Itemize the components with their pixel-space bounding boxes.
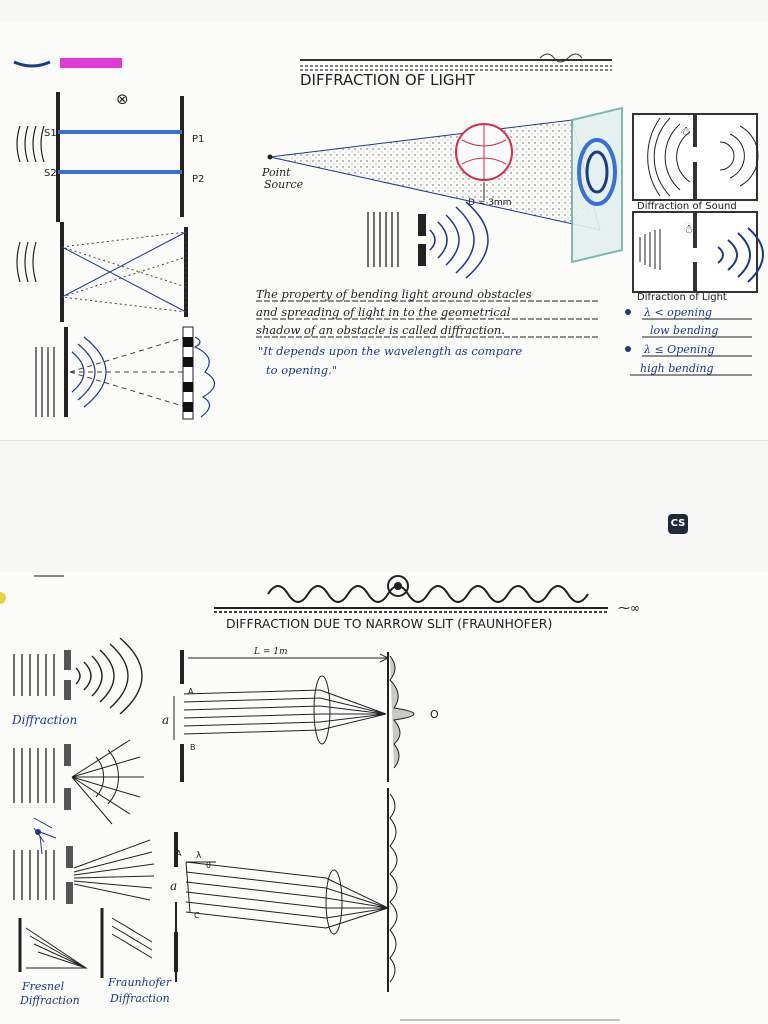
- fresnel-fraunhofer-sketch: Fresnel Diffraction Fraunhofer Diffracti…: [18, 902, 177, 1007]
- diffraction-of-light-drawing: DIFFRACTION OF LIGHT S1 S2 P1 P2 ⊗: [13, 53, 764, 420]
- bullet-1-result: low bending: [650, 324, 718, 337]
- definition-line-1: The property of bending light around obs…: [256, 287, 532, 301]
- person-icon: ☃: [680, 123, 691, 138]
- a-point-label: A: [188, 687, 194, 696]
- note-line-2: to opening.": [266, 363, 337, 377]
- bullet-2-condition: λ ≤ Opening: [643, 343, 714, 356]
- fraunhofer-label-1: Fraunhofer: [107, 976, 172, 989]
- p2-label: P2: [192, 174, 204, 185]
- c-point-label: C: [194, 911, 200, 920]
- magenta-badge: [60, 58, 122, 68]
- diffraction-pattern: [577, 138, 617, 206]
- definition-line-2: and spreading of light in to the geometr…: [256, 305, 511, 319]
- note-line-1: "It depends upon the wavelength as compa…: [258, 344, 522, 358]
- bullet-list: λ < opening low bending λ ≤ Opening high…: [625, 306, 752, 376]
- definition-line-3: shadow of an obstacle is called diffract…: [256, 323, 505, 337]
- point-source-label: Point: [261, 166, 291, 179]
- dotted-interference-cones: [16, 222, 188, 322]
- fresnel-label-2: Diffraction: [19, 994, 80, 1007]
- point-source-shadow-diagram: Point Source D = 3mm: [261, 106, 623, 264]
- slit-width-label: a: [162, 713, 169, 727]
- s1-label: S1: [44, 128, 57, 139]
- cs-badge: CS: [668, 514, 688, 534]
- slit-width-label-2: a: [170, 879, 177, 893]
- light-diffraction-box: ☃ Difraction of Light: [632, 211, 764, 303]
- theta-label: θ: [206, 861, 211, 870]
- light-caption: Difraction of Light: [637, 292, 727, 303]
- lambda-label: λ: [196, 851, 202, 861]
- focus-rays: [13, 839, 155, 904]
- double-slit-beams: S1 S2 P1 P2 ⊗: [16, 90, 204, 222]
- fraunhofer-label-2: Diffraction: [109, 992, 170, 1005]
- slit-lens-upper: L = 1m O A B a: [162, 647, 439, 782]
- fresnel-label-1: Fresnel: [21, 980, 65, 993]
- circle-x-symbol: ⊗: [116, 90, 129, 108]
- slit-wave-left: Diffraction: [11, 637, 143, 727]
- svg-text:⁓∞: ⁓∞: [618, 601, 640, 615]
- page1-title: DIFFRACTION OF LIGHT: [300, 71, 476, 89]
- single-slit-intensity-pattern: [35, 326, 216, 420]
- person-icon-2: ☃: [683, 221, 694, 236]
- title-border: [300, 53, 612, 71]
- s2-label: S2: [44, 168, 57, 179]
- ornate-title-border: ⁓∞: [214, 575, 640, 615]
- point-source-label-2: Source: [264, 178, 304, 191]
- narrow-slit-drawing: ⁓∞ DIFFRACTION DUE TO NARROW SLIT (FRAUN…: [0, 575, 640, 1021]
- p1-label: P1: [192, 134, 204, 145]
- multi-slit-rays: [13, 739, 144, 855]
- sound-diffraction-box: ☃ Diffraction of Sound: [632, 113, 759, 212]
- diffraction-label: Diffraction: [11, 713, 77, 727]
- corner-mark: [13, 60, 51, 68]
- d-label: D = 3mm: [468, 198, 511, 208]
- slit-wave-diagram: [367, 201, 489, 279]
- bullet-2-result: high bending: [640, 362, 714, 375]
- l-label: L = 1m: [253, 647, 288, 657]
- sound-caption: Diffraction of Sound: [637, 201, 737, 212]
- notebook-page-narrow-slit: ⁓∞ DIFFRACTION DUE TO NARROW SLIT (FRAUN…: [0, 572, 768, 1024]
- b-point-label: B: [190, 743, 196, 752]
- bullet-1-condition: λ < opening: [643, 306, 712, 319]
- slit-lens-lower: A λ θ C a: [170, 788, 398, 992]
- notebook-page-diffraction-of-light: DIFFRACTION OF LIGHT S1 S2 P1 P2 ⊗: [0, 22, 768, 441]
- yellow-dot: [0, 592, 6, 604]
- a-point-label-2: A: [176, 849, 182, 858]
- o-label: O: [430, 708, 439, 721]
- page2-title: DIFFRACTION DUE TO NARROW SLIT (FRAUNHOF…: [226, 616, 552, 631]
- definition-text: The property of bending light around obs…: [256, 287, 598, 377]
